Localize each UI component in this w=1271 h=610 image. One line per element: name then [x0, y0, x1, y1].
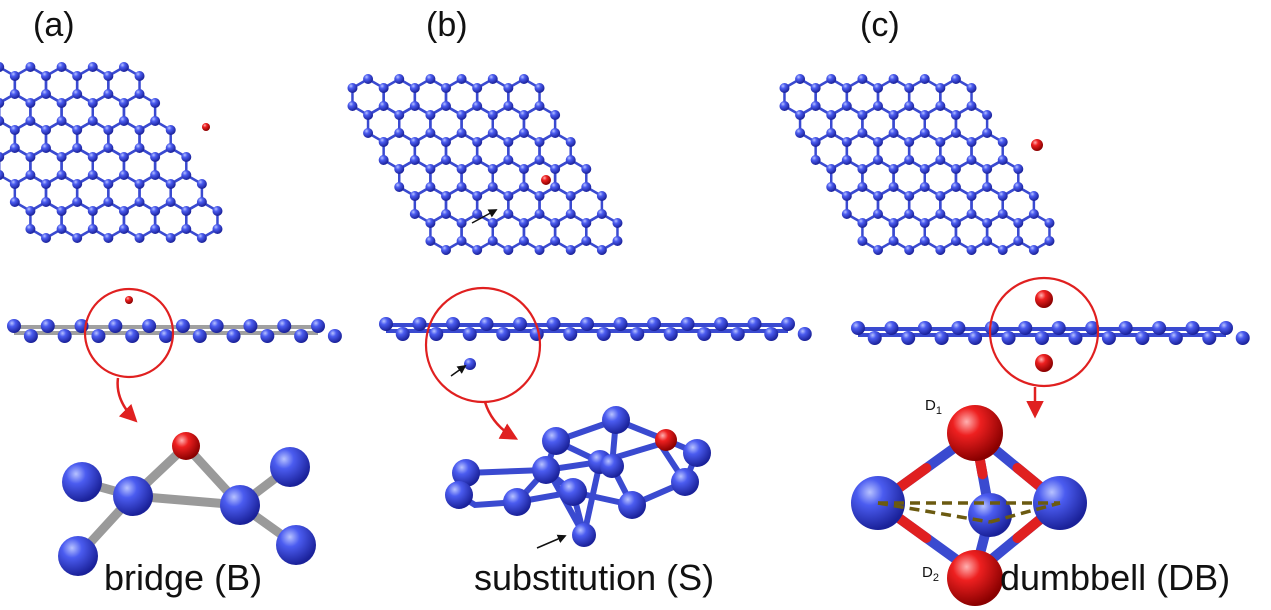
- zoom-arrow-b: [483, 401, 519, 440]
- lattice-top-view-b: [347, 74, 623, 255]
- caption-substitution: substitution (S): [474, 557, 715, 598]
- caption-dumbbell: dumbbell (DB): [1000, 557, 1231, 598]
- inset-substitution: [445, 406, 711, 547]
- inset-dumbbell: [851, 405, 1087, 606]
- side-defect-c-bottom: [1035, 354, 1053, 372]
- panel-label-c: (c): [860, 6, 900, 44]
- pointer-arrow-side-b: [450, 364, 467, 377]
- highlight-circle-b: [424, 286, 542, 404]
- lattice-top-view-a: [0, 62, 223, 243]
- inset-bridge: [58, 432, 316, 576]
- side-atom-b: [464, 358, 476, 370]
- panel-label-b: (b): [426, 6, 468, 44]
- side-view-sheets: [7, 290, 1250, 372]
- atom-label-d2: D2: [922, 564, 939, 584]
- highlight-circle-c: [988, 276, 1100, 388]
- zoom-arrow-a: [116, 377, 138, 423]
- side-defect-a: [125, 296, 133, 304]
- side-defect-c-top: [1035, 290, 1053, 308]
- top-view-lattices: [0, 62, 1055, 255]
- pointer-arrow-inset-b: [536, 534, 567, 549]
- side-view-a: [7, 319, 342, 343]
- caption-bridge: bridge (B): [104, 557, 263, 598]
- highlight-circle-a: [83, 287, 175, 379]
- lattice-top-view-c: [779, 74, 1055, 255]
- side-view-b: [379, 317, 812, 341]
- atom-label-d1: D1: [925, 397, 942, 417]
- pointer-arrow-top-b: [471, 209, 498, 224]
- side-view-c: [851, 321, 1250, 345]
- panel-label-a: (a): [33, 6, 75, 44]
